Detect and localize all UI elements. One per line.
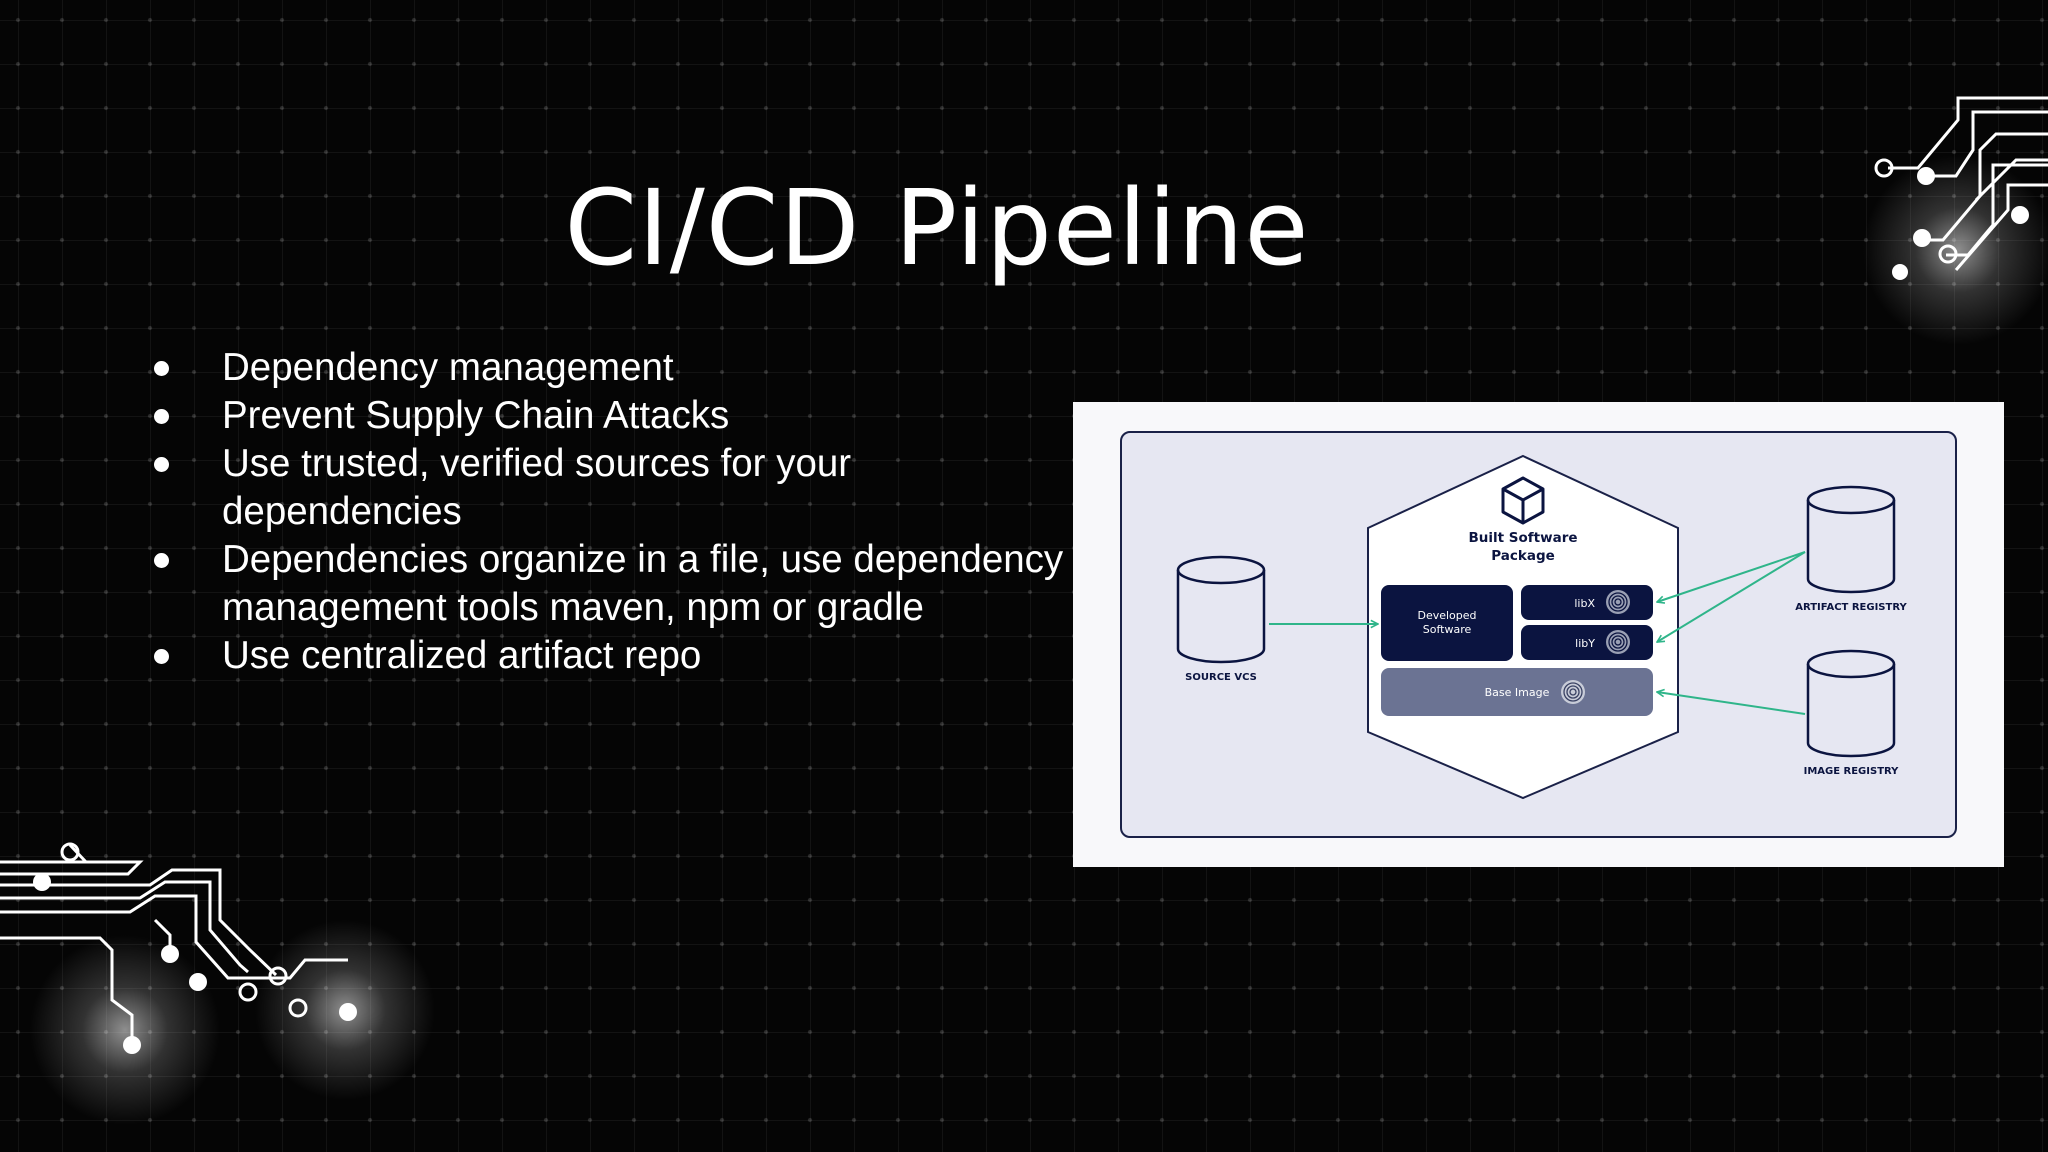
arrow-artifact-to-liby xyxy=(1657,551,1806,642)
supply-chain-diagram: Built Software Package Developed Softwar… xyxy=(1073,402,2004,867)
developed-software-label-line1: Developed xyxy=(1417,609,1476,622)
base-image-label: Base Image xyxy=(1485,686,1550,699)
flow-arrows xyxy=(1269,551,1806,715)
bullet-text: Prevent Supply Chain Attacks xyxy=(222,394,730,437)
source-vcs-cylinder-icon xyxy=(1176,555,1266,664)
bullet-item: Dependency management xyxy=(150,344,1050,392)
source-vcs-label: SOURCE VCS xyxy=(1185,672,1257,683)
package-box-icon xyxy=(1501,476,1545,525)
arrow-image-registry-to-base xyxy=(1657,692,1806,715)
libx-label: libX xyxy=(1574,597,1595,610)
liby-label: libY xyxy=(1575,637,1595,650)
arrow-artifact-to-libx xyxy=(1657,551,1806,602)
artifact-registry-cylinder-icon xyxy=(1806,485,1896,594)
bullet-dot-icon xyxy=(154,649,169,664)
slide-title: CI/CD Pipeline xyxy=(564,166,1310,289)
package-title-line1: Built Software xyxy=(1468,530,1577,546)
bullet-item: Dependencies organize in a file, use dep… xyxy=(150,536,1082,632)
image-registry-cylinder-icon xyxy=(1806,649,1896,758)
fingerprint-icon xyxy=(1606,590,1630,614)
bullet-text: Dependencies organize in a file, use dep… xyxy=(222,538,1064,629)
bullet-text: Dependency management xyxy=(222,346,674,389)
bullet-item: Use trusted, verified sources for your d… xyxy=(150,440,982,536)
bullet-list: Dependency management Prevent Supply Cha… xyxy=(150,344,1063,680)
bullet-dot-icon xyxy=(154,553,169,568)
developed-software-block xyxy=(1381,585,1513,661)
circuit-decoration-bottom-left xyxy=(0,842,435,1125)
bullet-item: Prevent Supply Chain Attacks xyxy=(150,392,1050,440)
fingerprint-icon xyxy=(1606,630,1630,654)
bullet-dot-icon xyxy=(154,457,169,472)
bullet-text: Use centralized artifact repo xyxy=(222,634,702,677)
image-registry-label: IMAGE REGISTRY xyxy=(1804,766,1900,777)
diagram-svg: Built Software Package Developed Softwar… xyxy=(1120,431,1957,838)
bullet-text: Use trusted, verified sources for your d… xyxy=(222,442,852,533)
bullet-dot-icon xyxy=(154,361,169,376)
fingerprint-icon xyxy=(1561,680,1585,704)
developed-software-label-line2: Software xyxy=(1423,623,1472,636)
bullet-dot-icon xyxy=(154,409,169,424)
artifact-registry-label: ARTIFACT REGISTRY xyxy=(1795,602,1907,613)
bullet-item: Use centralized artifact repo xyxy=(150,632,1050,680)
base-image-block xyxy=(1381,668,1653,716)
package-title-line2: Package xyxy=(1491,548,1555,564)
